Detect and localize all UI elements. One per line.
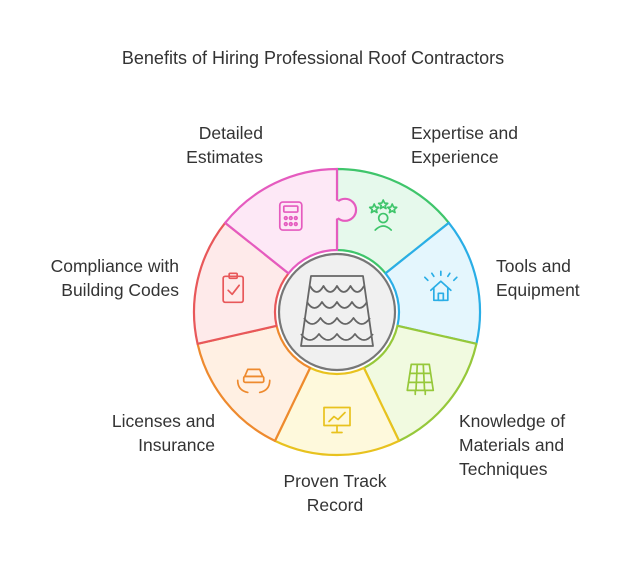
diagram-title: Benefits of Hiring Professional Roof Con… — [121, 48, 505, 68]
solar-panel-icon — [406, 363, 435, 396]
label-detailed-estimates: Detailed Estimates — [186, 123, 263, 167]
segment-calculator — [224, 167, 358, 275]
clipboard-check-icon — [222, 272, 245, 304]
label-licenses-insurance: Licenses and Insurance — [111, 411, 215, 455]
presentation-chart-icon — [323, 406, 351, 434]
calculator-icon — [278, 201, 303, 231]
label-proven-track-record: Proven Track Record — [283, 471, 387, 515]
award-person-icon — [368, 199, 398, 231]
car-insurance-icon — [236, 368, 271, 394]
label-compliance-codes: Compliance with Building Codes — [50, 256, 179, 300]
center-hub — [277, 252, 397, 372]
smart-home-icon — [423, 270, 458, 302]
label-tools-equipment: Tools and Equipment — [496, 256, 580, 300]
label-expertise-experience: Expertise and Experience — [411, 123, 519, 167]
label-knowledge-materials: Knowledge of Materials and Techniques — [459, 411, 566, 479]
roof-tiles-icon — [300, 275, 374, 347]
